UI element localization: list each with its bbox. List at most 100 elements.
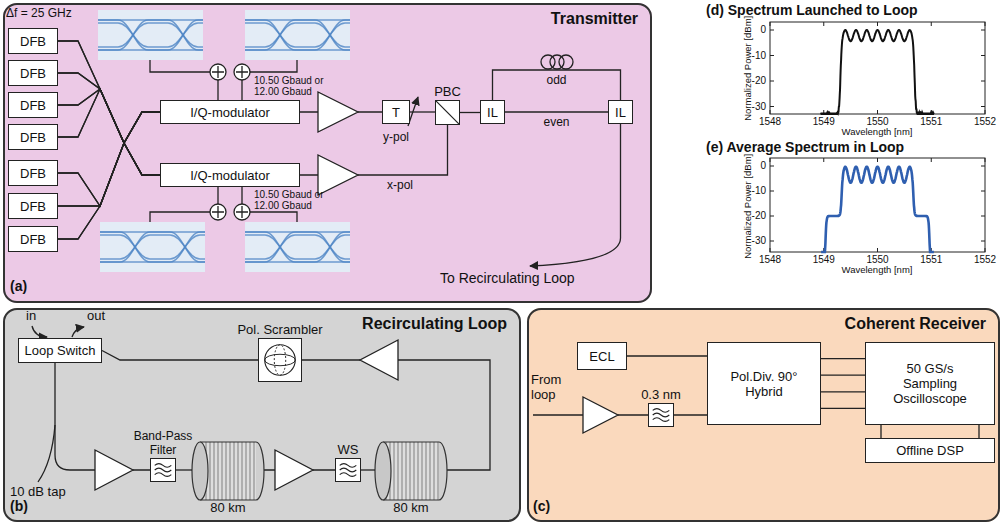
fiber-link bbox=[58, 112, 160, 206]
port-label: out bbox=[87, 309, 105, 324]
node-label: Band-Pass Filter bbox=[131, 429, 195, 457]
node-label: 50 GS/s Sampling Oscilloscope bbox=[882, 361, 978, 406]
axis-title: Wavelength [nm] bbox=[842, 265, 913, 276]
axis-tick: 0 bbox=[760, 160, 766, 171]
node-label: DFB bbox=[20, 66, 46, 81]
axis-tick: 0 bbox=[760, 24, 766, 35]
node-label: T bbox=[392, 105, 400, 120]
tap-label: 10 dB tap bbox=[10, 485, 66, 500]
pbc-symbol bbox=[436, 101, 459, 124]
port-label: in bbox=[26, 309, 36, 324]
fiber-link bbox=[58, 143, 160, 239]
panel-tag: (a) bbox=[10, 279, 27, 295]
output-note: To Recirculating Loop bbox=[440, 271, 575, 287]
edge-label: odd bbox=[546, 74, 566, 87]
panel-title: Coherent Receiver bbox=[845, 315, 986, 333]
filt-symbol bbox=[336, 459, 360, 481]
modulator-box: I/Q-modulator bbox=[160, 163, 300, 187]
fiber-link bbox=[493, 70, 621, 100]
node-label: IL bbox=[487, 105, 498, 120]
filt-symbol bbox=[649, 404, 673, 426]
fiber-link bbox=[460, 112, 480, 113]
edge-label: even bbox=[543, 116, 569, 129]
node-label: DFB bbox=[20, 166, 46, 181]
axis-tick: -10 bbox=[752, 185, 766, 196]
node-label: WS bbox=[338, 443, 359, 457]
panel-title: Transmitter bbox=[551, 10, 638, 28]
rate-note: 10.50 Gbaud or 12.00 Gbaud bbox=[254, 75, 336, 97]
fiber-link bbox=[58, 89, 160, 175]
axis-tick: -30 bbox=[752, 101, 766, 112]
laser-box: DFB bbox=[8, 226, 58, 252]
fiber-link bbox=[674, 414, 707, 415]
axis-tick: 1549 bbox=[813, 254, 835, 265]
spacing-note: Δf = 25 GHz bbox=[6, 7, 72, 20]
axis-tick: 1551 bbox=[920, 254, 942, 265]
laser-box: DFB bbox=[8, 60, 58, 86]
rate-note: 10.50 Gbaud or 12.00 Gbaud bbox=[254, 189, 336, 211]
fiber-link bbox=[505, 111, 608, 112]
node-label: 0.3 nm bbox=[641, 388, 681, 402]
fiber-link bbox=[58, 41, 160, 143]
transmitter-panel: TransmitterDFB DFB DFB DFB DFB DFB DFB I/Q-modu… bbox=[3, 3, 652, 303]
panel-title: Recirculating Loop bbox=[362, 315, 507, 333]
fiber-link bbox=[410, 111, 435, 112]
fiber-link bbox=[821, 358, 865, 359]
laser-box: DFB bbox=[8, 124, 58, 150]
fiber-link bbox=[821, 391, 865, 392]
axis-tick: 1548 bbox=[759, 116, 781, 127]
axis-title: Wavelength [nm] bbox=[842, 127, 913, 138]
fiber-link bbox=[58, 89, 160, 175]
fiber-link bbox=[58, 112, 160, 239]
panel-tag: (c) bbox=[533, 499, 550, 515]
filter-box: Band-Pass Filter bbox=[150, 458, 176, 482]
node-label: Loop Switch bbox=[25, 343, 96, 358]
axis-tick: 1551 bbox=[920, 116, 942, 127]
fiber-link bbox=[881, 425, 979, 438]
axis-tick: 1552 bbox=[974, 116, 996, 127]
filt-symbol bbox=[151, 459, 175, 481]
fiber-link bbox=[58, 73, 160, 175]
spectrum-plots bbox=[770, 22, 985, 252]
scope-box: 50 GS/s Sampling Oscilloscope bbox=[865, 342, 995, 425]
chart-title: (e) Average Spectrum in Loop bbox=[706, 140, 904, 156]
axis-tick: -30 bbox=[752, 235, 766, 246]
fiber-spool: 80 km bbox=[192, 442, 264, 500]
chart-title: (d) Spectrum Launched to Loop bbox=[706, 3, 918, 19]
axis-tick: 1552 bbox=[974, 254, 996, 265]
scr-symbol bbox=[259, 339, 301, 381]
receiver-panel: Coherent ReceiverECL 0.3 nm Pol.Div. 90° H… bbox=[527, 308, 1000, 522]
loop-panel: Recirculating LoopLoop Switch Pol. Scramb… bbox=[3, 308, 521, 522]
fiber-link bbox=[821, 375, 865, 376]
node-label: DFB bbox=[20, 98, 46, 113]
laser-box: DFB bbox=[8, 193, 58, 219]
fiber-link bbox=[821, 408, 865, 409]
node-label: DFB bbox=[20, 130, 46, 145]
fiber-link bbox=[58, 112, 160, 206]
fiber-link bbox=[58, 89, 160, 143]
node-label: Pol.Div. 90° Hybrid bbox=[712, 369, 816, 399]
node-label: IL bbox=[615, 105, 626, 120]
fiber-link bbox=[176, 469, 192, 470]
pol-label: x-pol bbox=[387, 179, 413, 192]
node-label: ECL bbox=[589, 349, 614, 364]
panel-grounds bbox=[3, 3, 1000, 522]
interleaver-box: IL bbox=[608, 100, 633, 124]
attenuator-box: T bbox=[382, 100, 410, 124]
laser-box: DFB bbox=[8, 28, 58, 54]
panel-tag: (b) bbox=[10, 499, 28, 515]
scrambler-box: Pol. Scrambler bbox=[258, 338, 302, 382]
node-label: I/Q-modulator bbox=[190, 168, 269, 183]
axis-tick: 1548 bbox=[759, 254, 781, 265]
node-label: 80 km bbox=[210, 501, 245, 515]
node-label: Pol. Scrambler bbox=[237, 323, 322, 337]
dsp-box: Offline DSP bbox=[865, 438, 995, 463]
axis-tick: -20 bbox=[752, 75, 766, 86]
node-label: 80 km bbox=[393, 501, 428, 515]
laser-box: DFB bbox=[8, 92, 58, 118]
laser-box: DFB bbox=[8, 160, 58, 186]
fiber-link bbox=[102, 351, 258, 361]
filter-box: WS bbox=[335, 458, 361, 482]
filter-box: 0.3 nm bbox=[648, 403, 674, 427]
node-label: DFB bbox=[20, 199, 46, 214]
